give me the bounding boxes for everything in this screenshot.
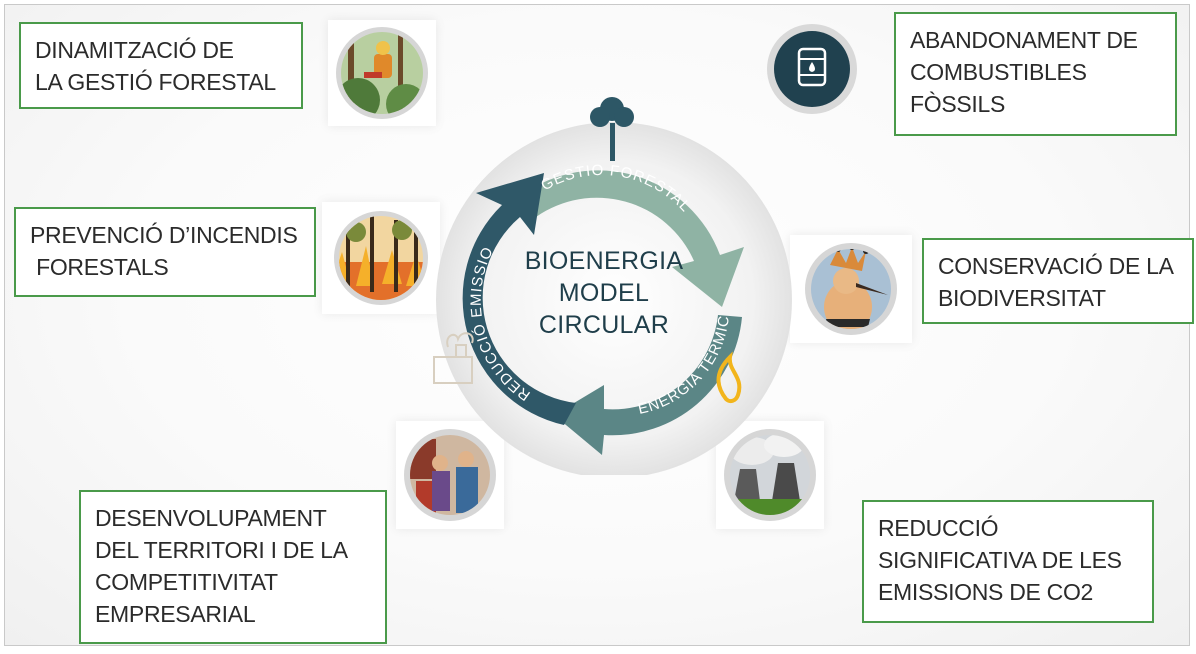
power-plant-photo bbox=[716, 421, 824, 529]
box-line: SIGNIFICATIVA DE LES bbox=[878, 547, 1122, 573]
bioenergy-cycle: GESTIO FORESTAL ENERGIA TÈRMICA REDUCCIÓ… bbox=[398, 82, 804, 478]
hoopoe-bird-photo bbox=[790, 235, 912, 343]
box-fossil-fuels: ABANDONAMENT DE COMBUSTIBLES FÒSSILS bbox=[894, 12, 1177, 136]
box-line: EMISSIONS DE CO2 bbox=[878, 579, 1094, 605]
forestry-worker-photo bbox=[328, 20, 436, 126]
arrow-emissions bbox=[462, 173, 576, 425]
box-line: BIODIVERSITAT bbox=[938, 285, 1106, 311]
box-biodiversity: CONSERVACIÓ DE LA BIODIVERSITAT bbox=[922, 238, 1194, 324]
box-line: LA GESTIÓ FORESTAL bbox=[35, 69, 276, 95]
box-line: ABANDONAMENT DE bbox=[910, 27, 1138, 53]
factory-icon bbox=[433, 332, 474, 384]
box-line: CONSERVACIÓ DE LA bbox=[938, 253, 1174, 279]
box-line: DESENVOLUPAMENT bbox=[95, 505, 327, 531]
arrow-forest-management bbox=[522, 170, 744, 307]
box-line: COMPETITIVITAT bbox=[95, 569, 278, 595]
box-co2: REDUCCIÓ SIGNIFICATIVA DE LES EMISSIONS … bbox=[862, 500, 1154, 623]
cycle-svg: GESTIO FORESTAL ENERGIA TÈRMICA REDUCCIÓ… bbox=[398, 82, 792, 478]
shop-workers-photo bbox=[396, 421, 504, 529]
box-line: DEL TERRITORI I DE LA bbox=[95, 537, 348, 563]
box-line: COMBUSTIBLES bbox=[910, 59, 1087, 85]
flame-icon bbox=[716, 351, 742, 404]
box-line: REDUCCIÓ bbox=[878, 515, 999, 541]
center-line-1: BIOENERGIA bbox=[524, 247, 684, 275]
box-line: FORESTALS bbox=[30, 254, 169, 280]
box-line: FÒSSILS bbox=[910, 91, 1006, 117]
oil-barrel-icon bbox=[762, 19, 862, 119]
box-territory: DESENVOLUPAMENT DEL TERRITORI I DE LA CO… bbox=[79, 490, 387, 644]
box-forest-management: DINAMITZACIÓ DE LA GESTIÓ FORESTAL bbox=[19, 22, 303, 109]
forest-fire-photo bbox=[322, 202, 440, 314]
arrow-thermal-energy bbox=[554, 315, 742, 455]
box-line: DINAMITZACIÓ DE bbox=[35, 37, 234, 63]
tree-icon bbox=[590, 97, 634, 161]
box-line: PREVENCIÓ D’INCENDIS bbox=[30, 222, 298, 248]
center-line-2: MODEL bbox=[558, 279, 650, 307]
box-line: EMPRESARIAL bbox=[95, 601, 256, 627]
center-line-3: CIRCULAR bbox=[538, 311, 670, 339]
box-fire-prevention: PREVENCIÓ D’INCENDIS FORESTALS bbox=[14, 207, 316, 297]
